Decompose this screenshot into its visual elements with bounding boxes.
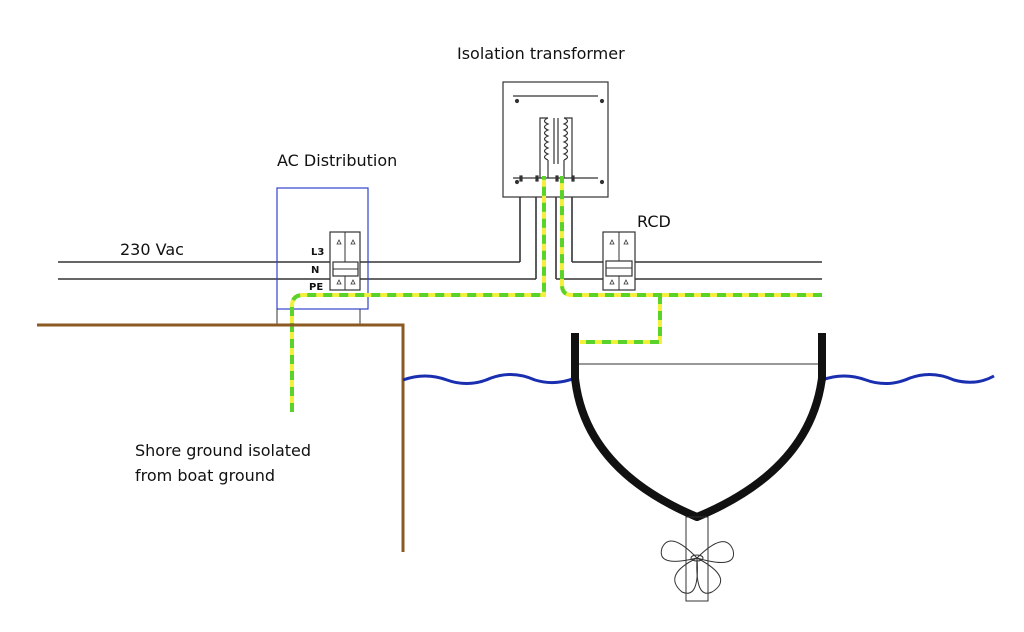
isolation-transformer — [502, 81, 609, 198]
ac-distribution — [276, 187, 369, 324]
shore-ground-label-line2: from boat ground — [135, 466, 276, 485]
distribution-label: AC Distribution — [277, 151, 398, 170]
earth-wires — [290, 176, 822, 412]
terminal-pe-label: PE — [309, 282, 324, 293]
shore-ground-label-line1: Shore ground isolated — [135, 441, 312, 460]
voltage-label: 230 Vac — [120, 240, 184, 259]
rcd-breaker — [602, 231, 636, 291]
distribution-box — [276, 187, 369, 310]
primary-coil — [539, 117, 550, 178]
boat-hull — [571, 333, 826, 521]
terminal-l3-label: L3 — [311, 247, 325, 258]
shore-dock — [37, 323, 405, 552]
water-right — [821, 373, 995, 385]
transformer-label: Isolation transformer — [457, 44, 625, 63]
power-lines — [58, 196, 822, 280]
water-left — [402, 373, 576, 385]
prop-shaft — [685, 516, 709, 602]
pe-boat-drop — [580, 295, 662, 344]
terminal-n-label: N — [311, 265, 320, 276]
propeller — [660, 516, 735, 602]
rcd-label: RCD — [637, 212, 671, 231]
secondary-coil — [562, 117, 573, 178]
